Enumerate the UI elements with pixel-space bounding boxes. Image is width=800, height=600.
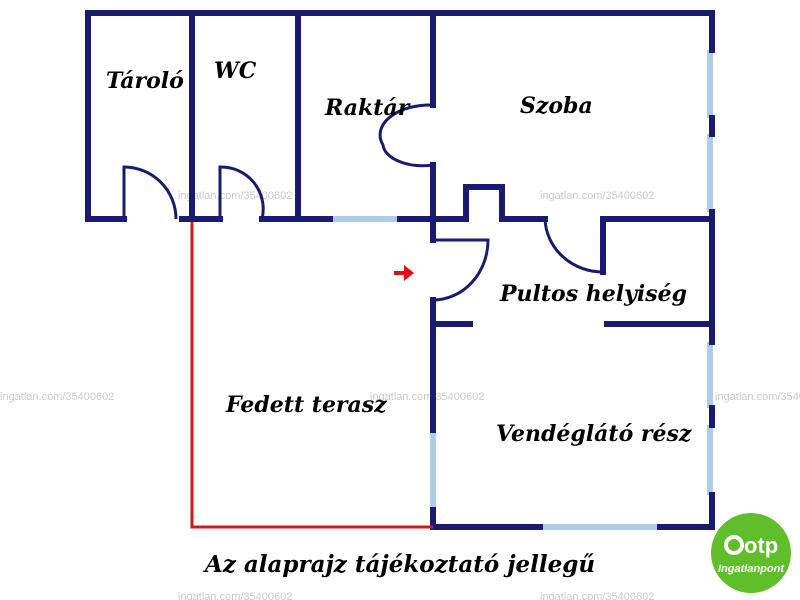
- room-label-szoba: Szoba: [520, 93, 593, 119]
- watermark: ingatlan.com/35400602: [540, 591, 654, 600]
- room-label-raktar: Raktár: [324, 95, 411, 121]
- room-label-vendeglato: Vendéglátó rész: [496, 421, 692, 447]
- logo-circle: [711, 513, 791, 593]
- entrance-arrow: [394, 265, 414, 281]
- room-label-tarolo: Tároló: [106, 68, 184, 94]
- watermark-group: ingatlan.com/35400602 ingatlan.com/35400…: [0, 190, 800, 600]
- otp-ingatlanpont-logo: otp Ingatlanpont: [711, 513, 791, 593]
- door-wc: [218, 165, 265, 220]
- windows: [330, 50, 713, 530]
- watermark: ingatlan.com/35400602: [715, 391, 800, 403]
- walls: [85, 10, 715, 530]
- terrace-outline: [190, 222, 433, 529]
- watermark: ingatlan.com/35400602: [370, 391, 484, 403]
- room-label-pultos: Pultos helyiség: [499, 281, 687, 307]
- logo-ring-icon: [724, 535, 744, 555]
- door-tarolo: [122, 165, 178, 220]
- room-label-terasz: Fedett terasz: [225, 392, 387, 418]
- room-label-wc: WC: [214, 58, 257, 84]
- door-entrance: [432, 238, 490, 302]
- chimney: [463, 184, 505, 222]
- disclaimer-text: Az alaprajz tájékoztató jellegű: [204, 551, 596, 578]
- logo-brand: otp: [744, 533, 778, 558]
- doors: [122, 103, 604, 302]
- door-pultos: [543, 218, 604, 274]
- door-raktar: [378, 103, 434, 168]
- watermark: ingatlan.com/35400602: [0, 391, 114, 403]
- watermark: ingatlan.com/35400602: [178, 591, 292, 600]
- watermark: ingatlan.com/35400602: [178, 190, 292, 202]
- watermark: ingatlan.com/35400602: [540, 190, 654, 202]
- logo-subtitle: Ingatlanpont: [718, 563, 785, 575]
